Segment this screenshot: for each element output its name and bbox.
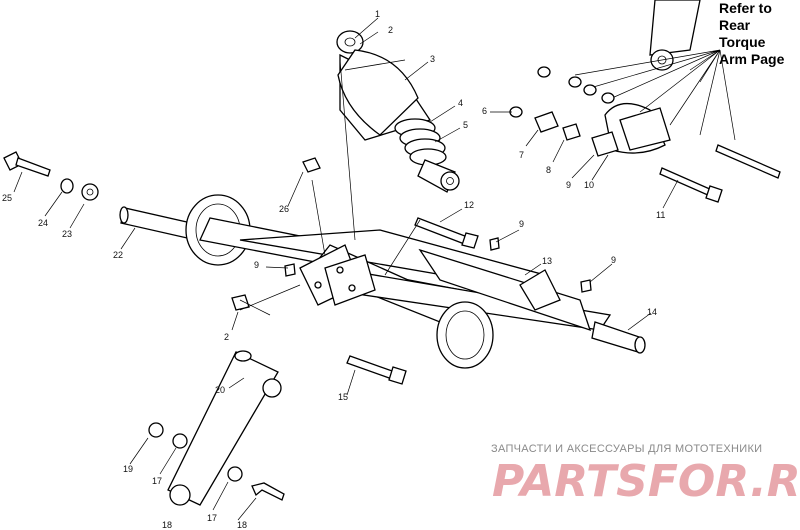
watermark: ЗАПЧАСТИ И АКСЕССУАРЫ ДЛЯ МОТОТЕХНИКИ PA… [491, 443, 800, 507]
callout-18-left: 18 [162, 520, 172, 530]
refer-note-line: Refer to [719, 0, 772, 16]
watermark-brand: PARTSFOR.RU [492, 456, 800, 507]
refer-note: Refer to Rear Torque Arm Page [719, 0, 800, 68]
callout-12: 12 [464, 200, 474, 210]
refer-note-line: Arm Page [719, 51, 785, 67]
callout-26: 26 [279, 204, 289, 214]
rear-torque-arm-bracket [509, 0, 781, 203]
callout-17-right: 17 [207, 513, 217, 523]
a-arm-frame [185, 194, 646, 369]
callout-9-bracket: 9 [566, 180, 571, 190]
callout-15: 15 [338, 392, 348, 402]
callout-14: 14 [647, 307, 657, 317]
callout-18-right: 18 [237, 520, 247, 530]
callout-1: 1 [375, 9, 380, 19]
callout-13: 13 [542, 256, 552, 266]
callout-7: 7 [519, 150, 524, 160]
callout-2-lower: 2 [224, 332, 229, 342]
shock-absorber [336, 30, 460, 193]
leader-lines [13, 17, 679, 521]
callout-6: 6 [482, 106, 487, 116]
callout-labels: 1 2 3 4 5 6 7 8 9 10 11 12 9 13 9 9 14 1… [2, 9, 665, 530]
callout-9-right: 9 [611, 255, 616, 265]
refer-note-line: Rear Torque [719, 17, 766, 50]
callout-20: 20 [215, 385, 225, 395]
callout-25: 25 [2, 193, 12, 203]
callout-24: 24 [38, 218, 48, 228]
callout-2: 2 [388, 25, 393, 35]
callout-23: 23 [62, 229, 72, 239]
callout-19: 19 [123, 464, 133, 474]
callout-22: 22 [113, 250, 123, 260]
callout-3: 3 [430, 54, 435, 64]
watermark-subtitle: ЗАПЧАСТИ И АКСЕССУАРЫ ДЛЯ МОТОТЕХНИКИ [491, 443, 762, 455]
callout-9-upper: 9 [519, 219, 524, 229]
callout-4: 4 [458, 98, 463, 108]
left-bolt-stack [3, 151, 99, 201]
lower-link [148, 350, 285, 506]
callout-10: 10 [584, 180, 594, 190]
callout-8: 8 [546, 165, 551, 175]
callout-17-left: 17 [152, 476, 162, 486]
callout-9-left: 9 [254, 260, 259, 270]
callout-11: 11 [656, 210, 665, 220]
bolts-and-nuts [231, 157, 592, 385]
callout-5: 5 [463, 120, 468, 130]
